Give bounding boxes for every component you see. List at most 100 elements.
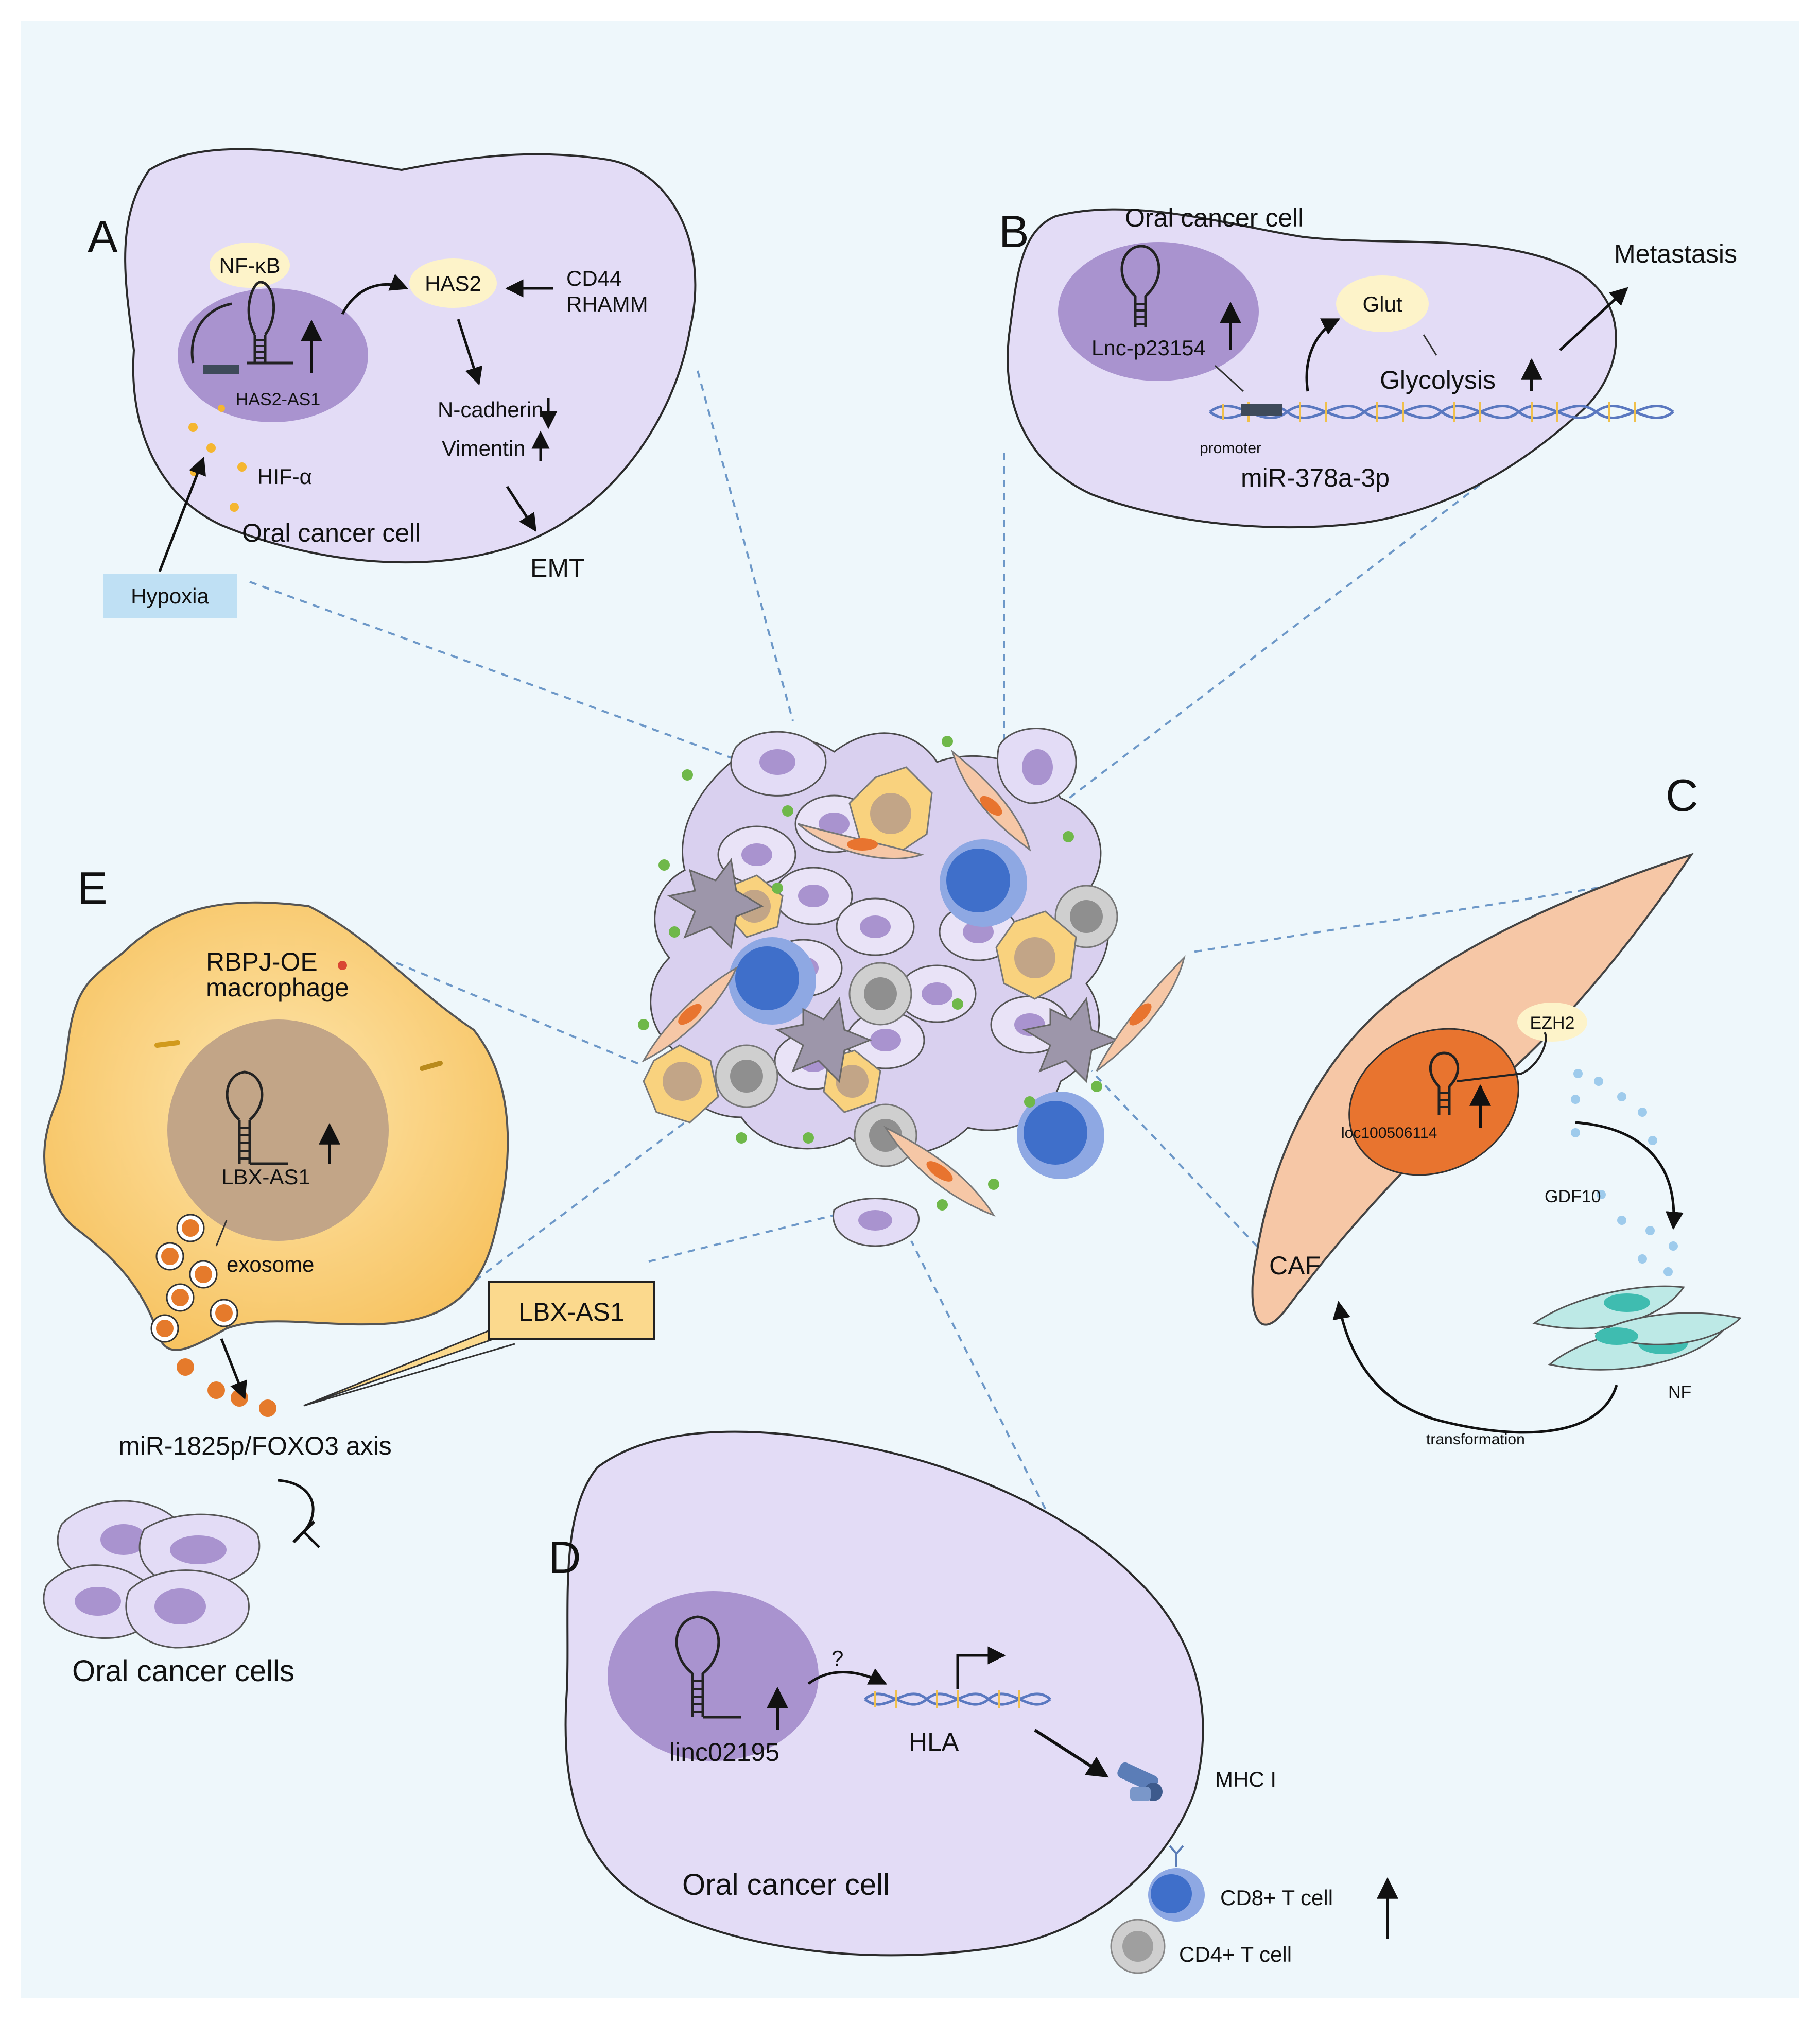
normal-fibroblast-nucleus xyxy=(1604,1293,1650,1312)
connector-d-left xyxy=(648,1214,835,1263)
emt-label: EMT xyxy=(530,554,585,582)
lbx-callout-box xyxy=(488,1281,655,1340)
cancer-cell-cluster xyxy=(43,1500,261,1649)
panel-b: B Oral cancer cell Metastasis Glut Lnc-p… xyxy=(999,203,1737,528)
hif-dot xyxy=(218,405,225,412)
glut-bubble xyxy=(1336,275,1429,332)
arrow-to-glut xyxy=(1305,318,1341,392)
transcription-start-arrow xyxy=(956,1646,1006,1689)
green-dot xyxy=(1024,1096,1035,1108)
green-dot xyxy=(803,1132,814,1144)
stellate-cell xyxy=(667,858,764,949)
arrow-lnc-to-has2 xyxy=(341,274,409,315)
lbx-callout-label: LBX-AS1 xyxy=(518,1298,625,1326)
cd8-t-cell-nucleus xyxy=(1151,1874,1192,1913)
exosome-icon xyxy=(177,1358,194,1376)
stellate-cell xyxy=(1022,997,1120,1083)
grey-cell-nucleus xyxy=(869,1119,902,1152)
arrow-to-mhc xyxy=(1034,1729,1109,1778)
hairpin-rungs-e-icon xyxy=(239,1127,250,1160)
tumor-macrophage-nucleus xyxy=(1014,937,1055,978)
macrophage-label-line2: macrophage xyxy=(206,973,349,1002)
macrophage-label-line1: RBPJ-OE xyxy=(206,947,318,976)
ezh2-link-line xyxy=(1457,1031,1547,1082)
green-dot xyxy=(669,926,680,938)
glut-to-glycolysis-line xyxy=(1423,334,1437,356)
nf-label: NF xyxy=(1668,1382,1691,1402)
gdf10-dot xyxy=(1617,1092,1626,1101)
dna-helix-b-icon xyxy=(1209,402,1674,422)
dna-helix-d-icon xyxy=(864,1690,1051,1708)
tumor-cell-nucleus xyxy=(741,843,772,866)
tumor-cell-nucleus xyxy=(870,1029,901,1051)
panel-e: E RBPJ-OE macrophage LBX-AS1 exosome LBX… xyxy=(43,862,655,1688)
cd4-label: CD4+ T cell xyxy=(1179,1942,1292,1966)
tumor-fibroblast-nucleus xyxy=(847,838,878,851)
gdf10-dot xyxy=(1573,1069,1583,1078)
free-cancer-nucleus xyxy=(759,749,795,775)
blue-cell-nucleus xyxy=(735,946,799,1010)
exosome-label: exosome xyxy=(227,1252,314,1276)
hairpin-rungs-b-icon xyxy=(1135,303,1146,325)
tumor-fibroblast-nucleus xyxy=(926,1161,953,1182)
promoter-label: promoter xyxy=(1200,440,1261,457)
connector-c-bottom xyxy=(1090,1070,1268,1257)
red-granule xyxy=(338,961,347,970)
arrow-has2-down xyxy=(457,319,483,386)
gdf10-dot xyxy=(1617,1216,1626,1225)
stellate-cell xyxy=(775,997,873,1083)
hif-dot xyxy=(188,423,198,432)
ezh2-bubble xyxy=(1517,1003,1587,1042)
metastasis-label: Metastasis xyxy=(1614,239,1737,268)
tumor-fibroblast-nucleus xyxy=(1129,1003,1152,1026)
green-dot xyxy=(658,859,670,871)
granule xyxy=(420,1061,443,1071)
mhc-label: MHC I xyxy=(1215,1767,1276,1791)
cluster-cell-nucleus xyxy=(170,1535,227,1564)
gdf10-dot xyxy=(1571,1095,1580,1104)
hairpin-rungs-a-icon xyxy=(255,339,265,359)
green-dot xyxy=(682,769,693,781)
inhibition-bar xyxy=(292,1520,316,1544)
question-label: ? xyxy=(831,1646,843,1670)
caf-nucleus xyxy=(1348,1028,1519,1176)
cluster-cell-nucleus xyxy=(100,1524,147,1555)
macrophage-nucleus xyxy=(167,1019,389,1241)
connector-a-left xyxy=(249,581,757,768)
normal-fibroblasts xyxy=(1532,1285,1742,1371)
green-dot xyxy=(1063,831,1074,842)
lncrna-hairpin-d-icon xyxy=(675,1615,741,1719)
nfkb-label: NF-κB xyxy=(219,253,281,278)
cd44-label: CD44 xyxy=(566,266,621,290)
hif-dot xyxy=(237,462,247,472)
gdf10-dot xyxy=(1594,1077,1603,1086)
nucleus-to-exosome-line xyxy=(215,1220,228,1247)
gdf10-dot xyxy=(1669,1241,1678,1251)
gdf10-dot xyxy=(1638,1254,1647,1264)
tumor-cell-nucleus xyxy=(798,885,829,907)
blue-cell-nucleus xyxy=(1024,1101,1087,1165)
cell-label-d: Oral cancer cell xyxy=(682,1868,890,1902)
arrow-to-emt xyxy=(506,486,537,532)
tcr-receptor-icon xyxy=(1169,1845,1184,1867)
tumor-fibroblast-nucleus xyxy=(980,796,1002,816)
nucleus-d xyxy=(608,1591,819,1761)
gdf10-dot xyxy=(1648,1136,1657,1145)
exosome-icon xyxy=(182,1219,199,1237)
transformation-label: transformation xyxy=(1426,1431,1525,1448)
has2-bubble xyxy=(409,258,497,308)
lncrna-hairpin-a-icon xyxy=(190,281,293,365)
green-dot xyxy=(782,805,793,817)
lbx-label: LBX-AS1 xyxy=(221,1165,310,1189)
tumor-fibroblast-nucleus xyxy=(678,1004,702,1025)
lnc-to-promoter-line xyxy=(1214,365,1244,392)
panel-label-c: C xyxy=(1666,770,1698,821)
cd4-t-cell-nucleus xyxy=(1122,1931,1153,1962)
arrow-gdf10 xyxy=(1575,1121,1684,1230)
tumor-cell-nucleus xyxy=(819,813,850,835)
connector-c-top xyxy=(1189,885,1612,954)
panel-label-a: A xyxy=(88,211,118,262)
arrow-to-hla xyxy=(807,1668,888,1685)
green-dot xyxy=(1091,1081,1102,1092)
exosome-icon xyxy=(207,1381,225,1399)
